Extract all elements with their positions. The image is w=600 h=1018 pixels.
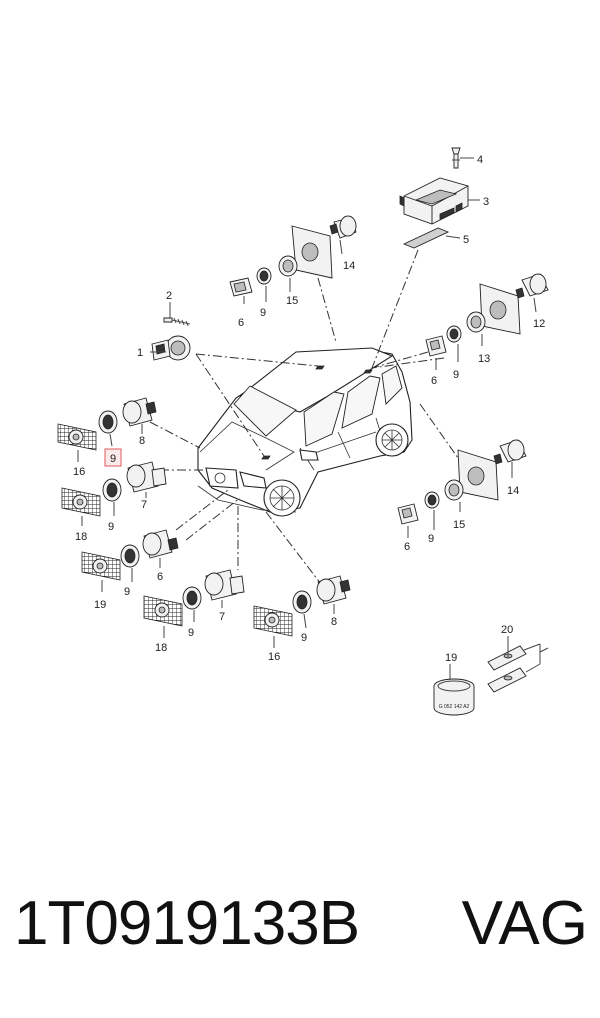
callout-17-left: 18 <box>75 531 87 543</box>
sensor-row-2 <box>61 461 167 526</box>
ring-label-text: G 052 142 A2 <box>439 704 470 710</box>
callout-7-bottom: 7 <box>219 611 225 623</box>
callout-8-bottom: 8 <box>331 616 337 628</box>
callout-14-top: 14 <box>343 260 355 272</box>
footer: 1T0919133B VAG <box>14 893 588 983</box>
callout-6-top: 6 <box>238 317 244 329</box>
callout-10-left: 9 <box>108 521 114 533</box>
leader-lines <box>149 249 459 589</box>
callout-10-right-lower: 9 <box>428 533 434 545</box>
callout-10-left-2: 9 <box>124 586 130 598</box>
callout-numbers: 4 3 5 2 1 14 15 9 6 12 13 9 6 14 15 9 6 … <box>73 154 545 664</box>
callout-10-bottom: 9 <box>188 627 194 639</box>
callout-10-right: 9 <box>453 369 459 381</box>
brand-name: VAG <box>461 889 588 958</box>
callout-20: 20 <box>501 624 513 636</box>
callout-18: 19 <box>94 599 106 611</box>
callout-10-top: 9 <box>260 307 266 319</box>
callout-12: 12 <box>533 318 545 330</box>
callout-9-highlighted[interactable]: 9 <box>110 453 116 465</box>
callout-6-right-lower: 6 <box>404 541 410 553</box>
callout-17-bottom: 18 <box>155 642 167 654</box>
screw <box>163 317 191 327</box>
sensor-row-3 <box>81 529 179 592</box>
vehicle-illustration <box>197 347 413 517</box>
sensor-group-top <box>229 215 357 304</box>
callout-4: 4 <box>477 154 483 166</box>
sensor-row-4 <box>143 569 245 638</box>
callout-3: 3 <box>483 196 489 208</box>
callout-5: 5 <box>463 234 469 246</box>
part-number: 1T0919133B <box>14 889 360 958</box>
parking-sensor-exploded-diagram: G 052 142 A2 4 3 5 2 1 14 15 9 6 12 13 9… <box>57 147 549 716</box>
warning-buzzer <box>151 335 191 361</box>
callout-15-top: 15 <box>286 295 298 307</box>
highlight-box <box>104 448 122 467</box>
retaining-ring: G 052 142 A2 <box>433 678 475 716</box>
callout-8-left: 8 <box>139 435 145 447</box>
callout-leaders <box>150 157 509 680</box>
label-sticker <box>402 227 450 249</box>
callout-19: 19 <box>445 652 457 664</box>
sensor-group-right-upper <box>425 273 549 370</box>
sensor-row-5 <box>253 575 351 648</box>
callout-13: 13 <box>478 353 490 365</box>
callout-14-right: 14 <box>507 485 519 497</box>
callout-7-left: 7 <box>141 499 147 511</box>
mounting-clip <box>451 147 461 169</box>
callout-16-bottom: 16 <box>268 651 280 663</box>
sensor-row-1 <box>57 397 157 462</box>
callout-15-right: 15 <box>453 519 465 531</box>
callout-6-left: 6 <box>157 571 163 583</box>
callout-16-left: 16 <box>73 466 85 478</box>
sensor-group-right-lower <box>397 439 527 538</box>
connector-cables <box>487 643 549 693</box>
callout-6-right: 6 <box>431 375 437 387</box>
callout-2: 2 <box>166 290 172 302</box>
control-unit <box>399 177 469 225</box>
callout-9-bottom: 9 <box>301 632 307 644</box>
callout-1: 1 <box>137 347 143 359</box>
